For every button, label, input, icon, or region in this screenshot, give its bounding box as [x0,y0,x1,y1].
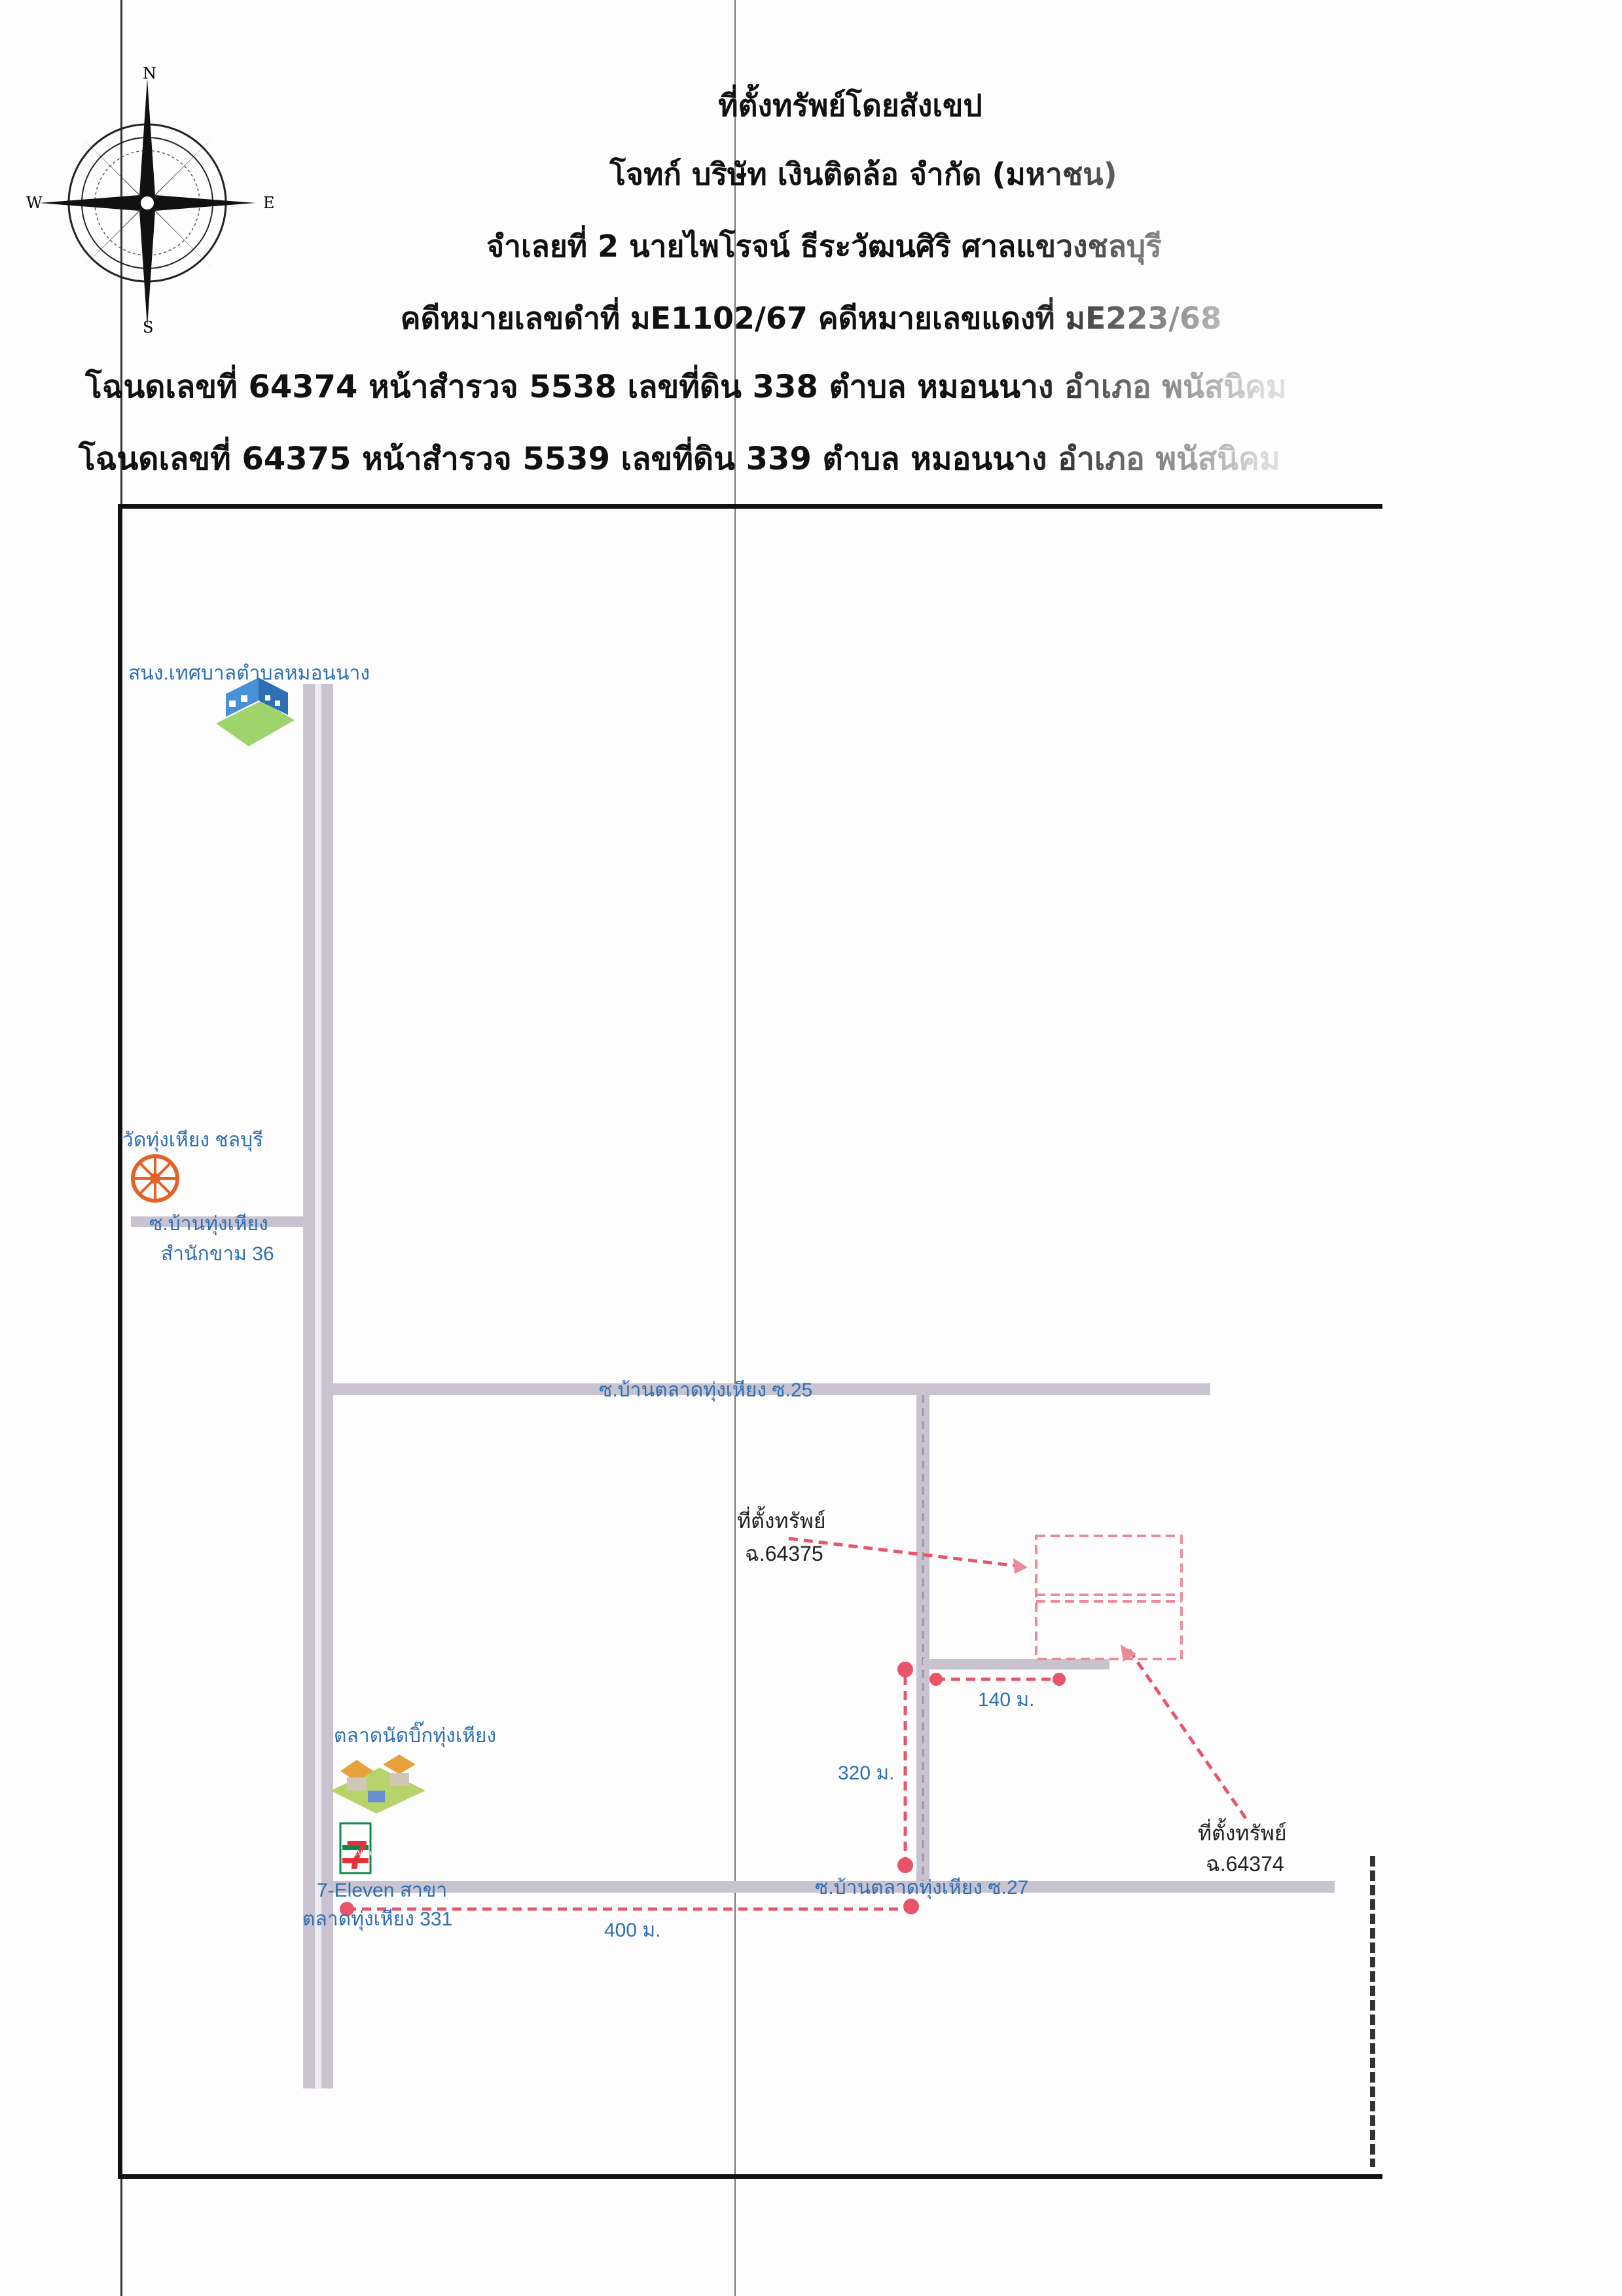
road-soi-27 [333,1881,1335,1893]
route-lines [347,1537,1249,1911]
seven-eleven-label-line1: 7-Eleven สาขา [317,1880,448,1901]
compass-n-label: N [143,64,156,82]
seven-eleven-label-line2: ตลาดทุ่งเหียง 331 [302,1908,453,1930]
compass-s-label: S [143,318,153,334]
property-64374-label-line2: ฉ.64374 [1206,1852,1284,1876]
distance-320-label: 320 ม. [838,1762,895,1784]
map-frame [118,504,1382,2179]
municipality-building-icon [216,678,295,746]
header-fade [1021,144,1622,498]
distance-400-label: 400 ม. [604,1920,661,1941]
route-points [340,1662,1066,1916]
compass-w-label: W [26,194,43,212]
market-label: ตลาดนัดบิ๊กทุ่งเหียง [334,1725,497,1747]
compass-e-label: E [263,194,275,212]
market-icon [331,1755,425,1813]
property-64375-label-line2: ฉ.64375 [745,1542,823,1565]
seven-logo-word: ELEVEn [344,1850,372,1857]
arrow-head-64374 [1121,1645,1136,1662]
map-fade [1175,1506,1371,1656]
seven-logo-number: 7 [346,1833,368,1878]
temple-label: วัดทุ่งเหียง ชลบุรี [122,1129,264,1151]
road-soi-25 [333,1383,1210,1395]
municipality-label: สนง.เทศบาลตำบลหมอนนาง [128,663,370,684]
arrow-head-64375 [1013,1558,1028,1574]
soi-36-label-line1: ซ.บ้านทุ่งเหียง [149,1213,268,1235]
header-title: ที่ตั้งทรัพย์โดยสังเขป [718,88,982,123]
seven-eleven-logo-icon: 7 ELEVEn [339,1822,372,1878]
property-64374-label-line1: ที่ตั้งทรัพย์ [1198,1821,1287,1845]
compass-rose-icon: N S W E [26,64,275,334]
soi-27-label: ซ.บ้านตลาดทุ่งเหียง ซ.27 [815,1877,1029,1899]
temple-wheel-icon [131,1154,179,1203]
soi-25-label: ซ.บ้านตลาดทุ่งเหียง ซ.25 [599,1379,813,1401]
property-plots [1035,1535,1183,1660]
distance-140-label: 140 ม. [978,1689,1035,1711]
scan-line-center [734,0,736,2296]
soi-36-label-line2: สำนักขาม 36 [161,1243,274,1265]
road-soi-36 [131,1216,304,1227]
road-main-vertical [303,684,333,2088]
road-side-vertical [916,1395,929,1893]
property-64375-label-line1: ที่ตั้งทรัพย์ [737,1509,826,1533]
road-property-access [923,1659,1109,1669]
